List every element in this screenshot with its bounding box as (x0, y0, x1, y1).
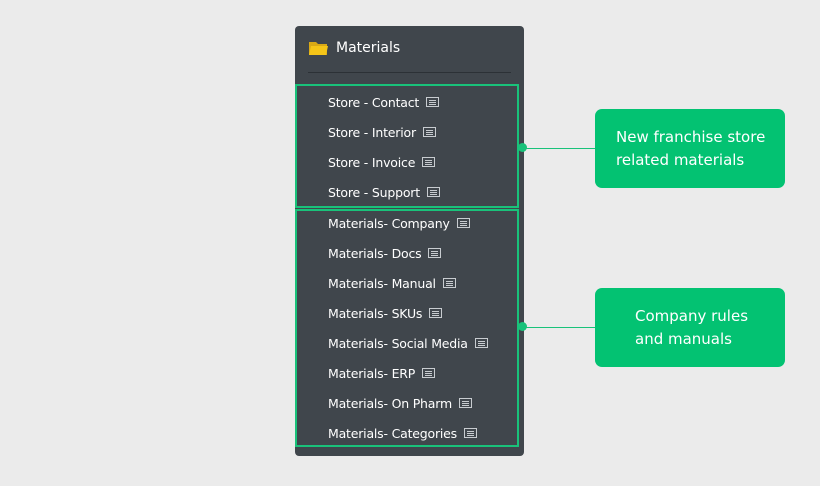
item-label: Materials- SKUs (328, 305, 423, 321)
callout-store: New franchise store related materials (595, 109, 785, 188)
document-icon (422, 157, 436, 167)
item-label: Materials- On Pharm (328, 395, 452, 411)
item-label: Store - Contact (328, 94, 420, 110)
item-label: Materials- Categories (328, 425, 457, 441)
connector-dot (518, 143, 527, 152)
item-label: Materials- ERP (328, 365, 416, 381)
callout-text: Company rules and manuals (635, 306, 749, 348)
list-item[interactable]: Store - Interior (297, 117, 517, 147)
document-icon (422, 127, 436, 137)
divider (308, 72, 511, 73)
folder-icon (309, 41, 328, 55)
list-item[interactable]: Materials- ERP (297, 358, 517, 388)
item-label: Store - Support (328, 184, 420, 200)
callout-company: Company rules and manuals (595, 288, 785, 367)
item-label: Materials- Company (328, 215, 450, 231)
list-item[interactable]: Store - Support (297, 177, 517, 207)
list-item[interactable]: Materials- Docs (297, 238, 517, 268)
document-icon (429, 308, 443, 318)
callout-text: New franchise store related materials (616, 127, 766, 169)
document-icon (463, 428, 477, 438)
document-icon (428, 248, 442, 258)
list-item[interactable]: Materials- Social Media (297, 328, 517, 358)
list-item[interactable]: Materials- Categories (297, 418, 517, 448)
document-icon (422, 368, 436, 378)
panel-header[interactable]: Materials (309, 40, 400, 56)
item-label: Materials- Social Media (328, 335, 468, 351)
document-icon (456, 218, 470, 228)
document-icon (442, 278, 456, 288)
list-item[interactable]: Store - Contact (297, 87, 517, 117)
document-icon (426, 187, 440, 197)
panel-title: Materials (336, 40, 401, 56)
item-label: Store - Interior (328, 124, 416, 140)
connector-line (522, 148, 595, 149)
document-icon (458, 398, 472, 408)
list-item[interactable]: Materials- SKUs (297, 298, 517, 328)
item-label: Materials- Manual (328, 275, 436, 291)
list-item[interactable]: Materials- Company (297, 208, 517, 238)
item-label: Store - Invoice (328, 154, 416, 170)
document-icon (426, 97, 440, 107)
list-item[interactable]: Materials- On Pharm (297, 388, 517, 418)
document-icon (474, 338, 488, 348)
item-label: Materials- Docs (328, 245, 422, 261)
connector-dot (518, 322, 527, 331)
connector-line (522, 327, 595, 328)
list-item[interactable]: Store - Invoice (297, 147, 517, 177)
list-item[interactable]: Materials- Manual (297, 268, 517, 298)
